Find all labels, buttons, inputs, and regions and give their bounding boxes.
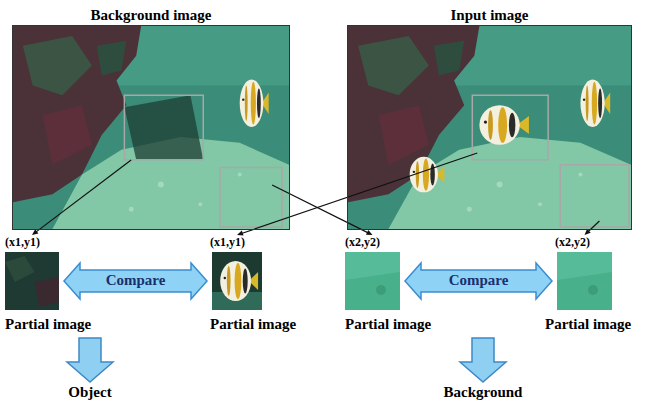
panel-title: Background image [91,7,212,24]
partial-image [345,252,400,310]
partial-image-box: (x2,y2)Partial image [345,236,400,340]
partial-image-box: (x1,y1)Partial image [212,236,262,340]
partial-photo [557,252,612,310]
partial-caption: Partial image [345,316,431,333]
coordinate-label: (x2,y2) [555,236,590,250]
partial-caption: Partial image [210,316,296,333]
panel-title: Input image [451,7,529,24]
partial-photo [345,252,400,310]
coordinate-label: (x2,y2) [345,236,380,250]
compare-label: Compare [104,272,168,289]
result-label: Object [68,384,111,401]
compare-label: Compare [447,272,511,289]
result-label: Background [444,384,523,401]
underwater-photo [13,26,289,229]
partial-image-box: (x1,y1)Partial image [5,236,59,340]
partial-photo [212,252,262,310]
underwater-photo [348,26,631,229]
partial-image [212,252,262,310]
coordinate-label: (x1,y1) [5,236,40,250]
coordinate-label: (x1,y1) [210,236,245,250]
partial-photo [5,252,59,310]
compare-arrow [405,263,552,299]
photo-panel: Input image [347,25,632,230]
partial-image-box: (x2,y2)Partial image [557,236,612,340]
photo-panel: Background image [12,25,290,230]
partial-caption: Partial image [545,316,631,333]
partial-image [5,252,59,310]
compare-arrow [64,263,207,299]
partial-caption: Partial image [5,316,91,333]
down-arrow [67,338,113,382]
down-arrow [460,338,506,382]
partial-image [557,252,612,310]
